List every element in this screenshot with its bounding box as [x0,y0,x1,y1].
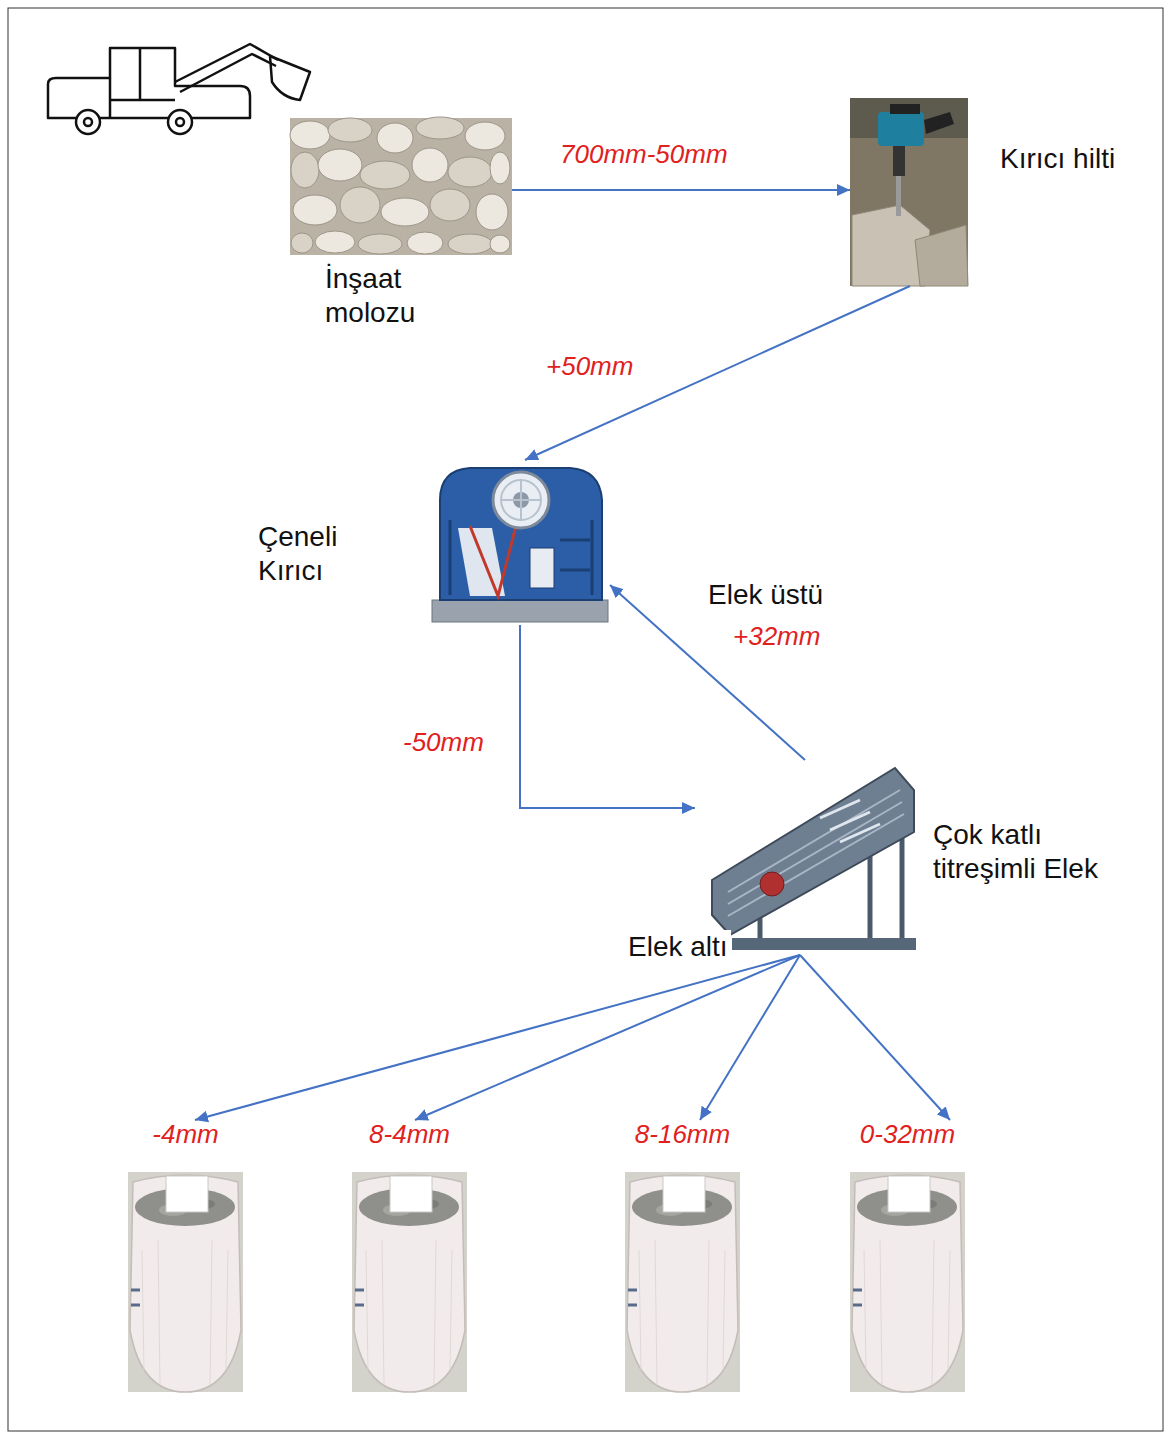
bag-photo [850,1172,965,1392]
size-label: +32mm [730,622,823,652]
flow-arrow [415,955,800,1120]
screen-underflow-label: Elek altı [625,930,731,964]
flow-arrow [700,955,800,1120]
aggregate-bag-box: -4mm [128,1120,243,1392]
size-range-label: 0-32mm [850,1120,965,1150]
equipment-label: Çok katlı titreşimli Elek [933,818,1143,886]
text-holder: 8-4mm [352,1120,467,1150]
text-holder: 0-32mm [850,1120,965,1150]
stream-label: Elek üstü [705,578,826,612]
size-range-label: 8-16mm [625,1120,740,1150]
text-holder: Çeneli Kırıcı [258,520,363,588]
aggregate-bag-box: 8-16mm [625,1120,740,1392]
flow-arrow [800,955,950,1120]
size-label: +50mm [543,352,636,382]
size-range-label: -4mm [128,1120,243,1150]
edge-label-holder: -50mm [400,728,487,758]
edge-label-holder: +32mm [730,622,823,652]
aggregate-bag-box: 8-4mm [352,1120,467,1392]
text-holder: 8-16mm [625,1120,740,1150]
excavator-icon [48,44,310,134]
screen-overflow-label: Elek üstü [705,578,826,612]
aggregate-bag-box: 0-32mm [850,1120,965,1392]
frame [8,8,1163,1431]
jaw-crusher-drawing [432,468,608,622]
equipment-label: İnşaat molozu [325,262,455,330]
size-label: -50mm [400,728,487,758]
equipment-label: Çeneli Kırıcı [258,520,363,588]
bag-photo [352,1172,467,1392]
flow-arrow [525,286,910,460]
equipment-label: Kırıcı hilti [1000,142,1160,176]
debris-photo [290,117,512,255]
text-holder: -4mm [128,1120,243,1150]
jaw-crusher-box: Çeneli Kırıcı [430,460,610,625]
edge-label-holder: 700mm-50mm [557,140,731,170]
vibrating-screen-drawing [712,768,916,950]
flow-arrow [512,189,850,191]
size-range-label: 8-4mm [352,1120,467,1150]
vibrating-screen-box: Çok katlı titreşimli Elek [695,760,920,955]
stream-label: Elek altı [625,930,731,964]
text-holder: Kırıcı hilti [1000,142,1160,176]
breaker-photo-box: Kırıcı hilti [850,98,968,286]
text-holder: Çok katlı titreşimli Elek [933,818,1143,886]
flow-arrow [520,625,695,808]
text-holder: İnşaat molozu [325,262,455,330]
breaker-photo [850,98,968,286]
bag-photo [625,1172,740,1392]
flow-arrow [195,955,800,1120]
size-label: 700mm-50mm [557,140,731,170]
edge-label-holder: +50mm [543,352,636,382]
bag-photo [128,1172,243,1392]
debris-photo-box: İnşaat molozu [290,118,512,255]
